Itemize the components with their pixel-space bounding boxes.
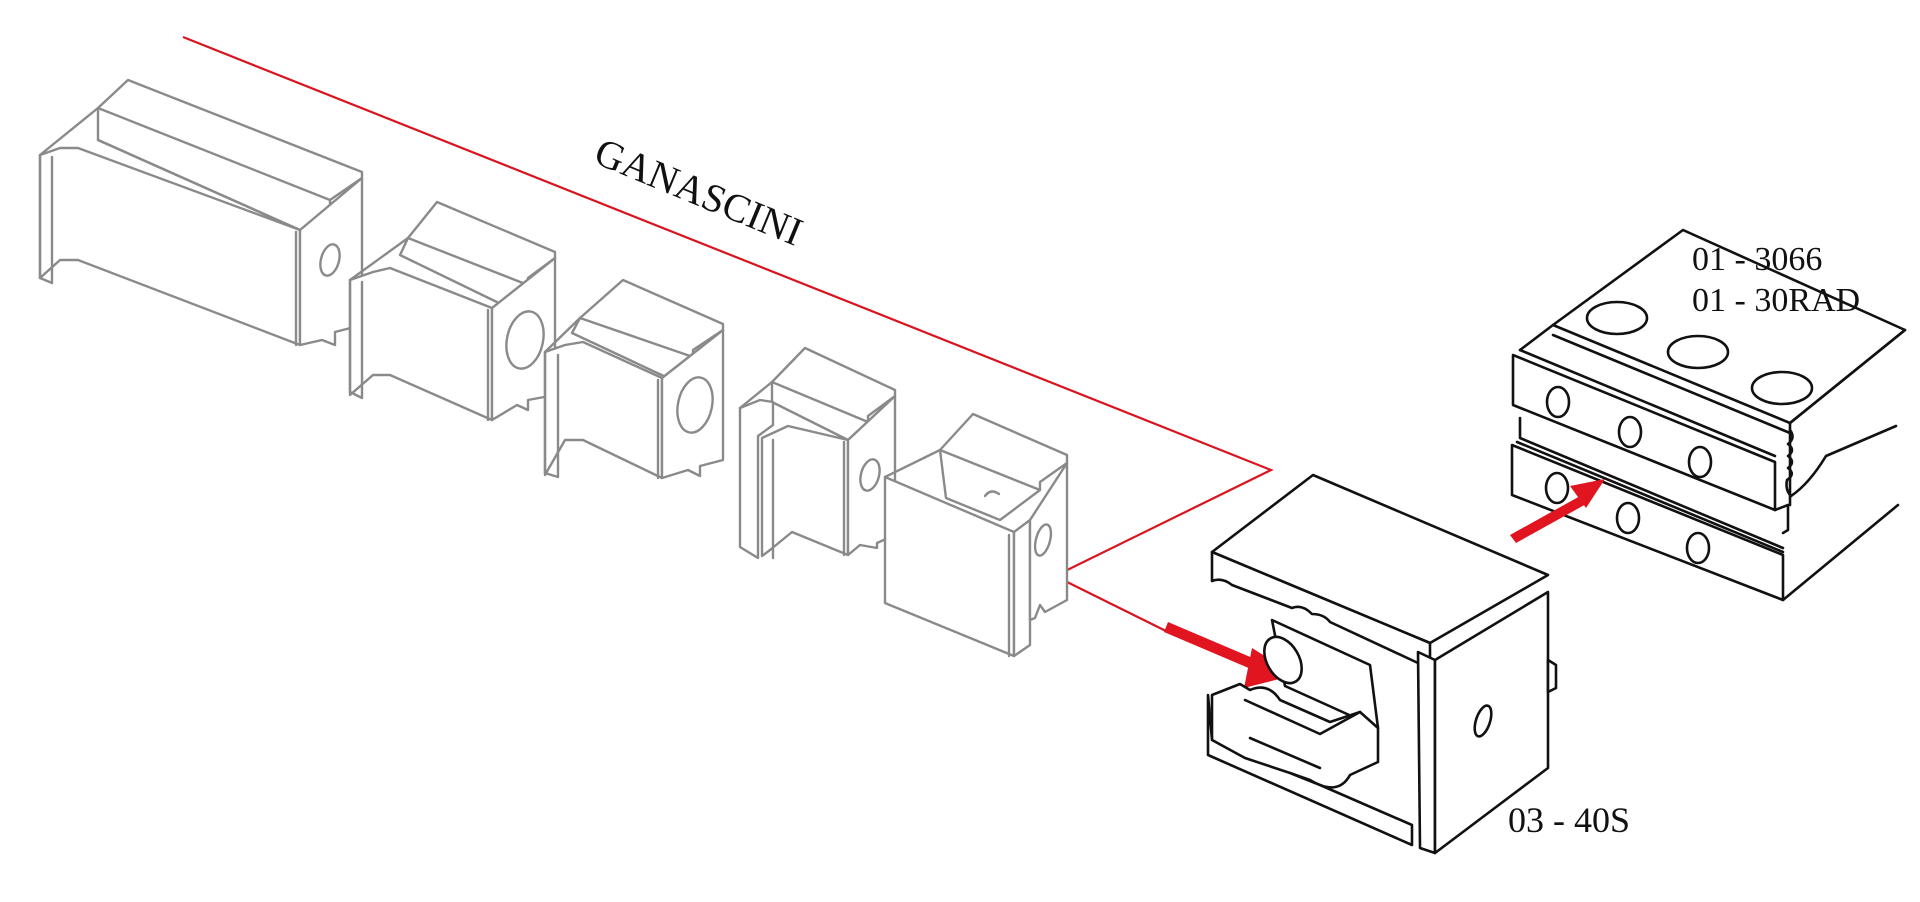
jaw-part-4[interactable]: [738, 346, 897, 560]
carrier-label: 03 - 40S: [1508, 800, 1630, 840]
ganascini-leader-line: [182, 35, 1274, 633]
jaw-part-5[interactable]: [883, 412, 1069, 658]
rail-label-30rad: 01 - 30RAD: [1692, 282, 1860, 319]
rail-arrow-icon: [1510, 479, 1605, 543]
rail-label-3066: 01 - 3066: [1692, 241, 1822, 278]
jaw-part-3[interactable]: [543, 278, 725, 480]
ganascini-label: GANASCINI: [589, 129, 809, 255]
rail-part-01-3066[interactable]: [1510, 228, 1907, 602]
carrier-part-03-40s[interactable]: [1206, 473, 1558, 855]
jaw-part-1[interactable]: [38, 78, 364, 347]
jaw-part-2[interactable]: [348, 200, 557, 422]
